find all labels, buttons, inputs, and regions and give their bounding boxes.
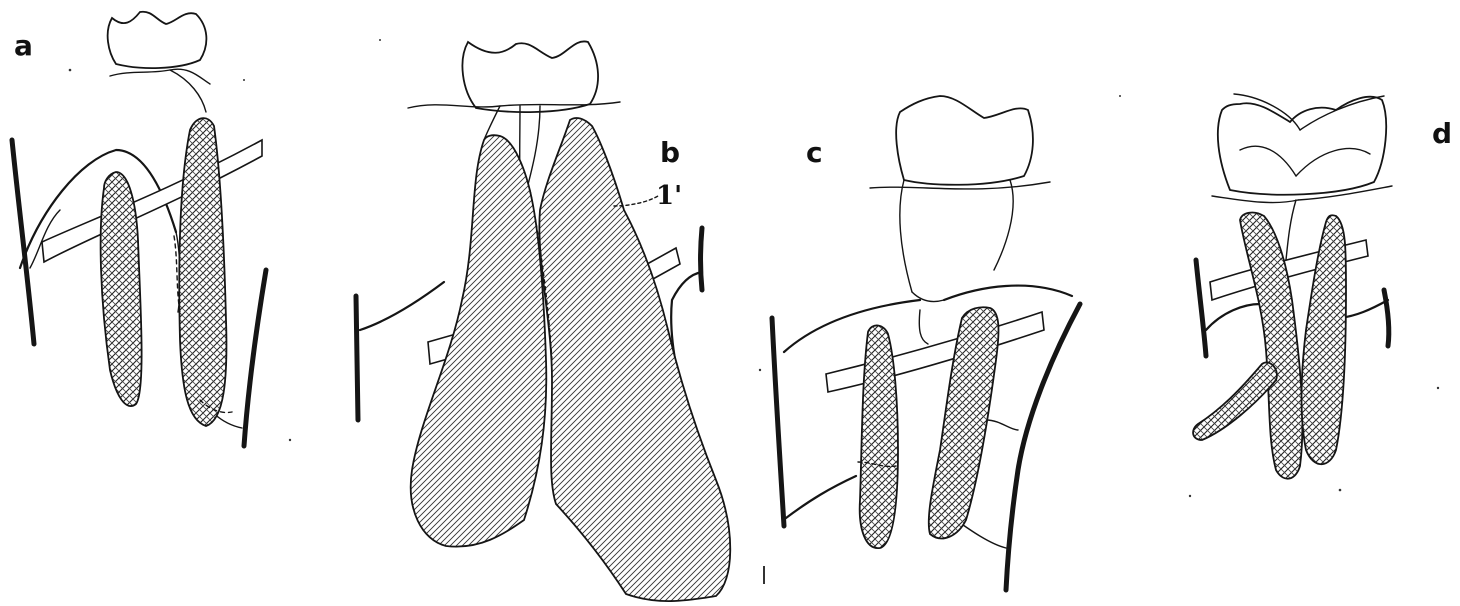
panel-c-lobe-right <box>929 307 999 538</box>
panel-b-lobe-right <box>539 118 730 601</box>
panel-b: b 1' <box>356 41 730 601</box>
panel-b-cartilage <box>462 41 598 112</box>
panel-a-cartilage <box>108 12 207 68</box>
panel-a-label: a <box>14 29 33 62</box>
panel-b-callout: 1' <box>656 181 682 211</box>
panel-a-lobe-left <box>101 172 142 406</box>
panel-d-lobe-left <box>1240 213 1302 479</box>
panel-a-vessel <box>42 140 262 262</box>
panel-c: c <box>772 96 1080 590</box>
panel-c-vessel <box>826 312 1044 392</box>
panel-c-cartilage <box>896 96 1033 185</box>
panel-d-cartilage <box>1218 97 1386 195</box>
panel-c-label: c <box>806 136 823 169</box>
panel-c-lobe-left <box>860 325 898 548</box>
panel-d-label: d <box>1432 117 1452 150</box>
panel-d-lobe-right <box>1302 215 1347 464</box>
panel-d-branch <box>1193 362 1277 440</box>
panel-b-label: b <box>660 136 680 169</box>
panel-d: d <box>1193 94 1452 479</box>
panel-a: a <box>12 12 266 446</box>
